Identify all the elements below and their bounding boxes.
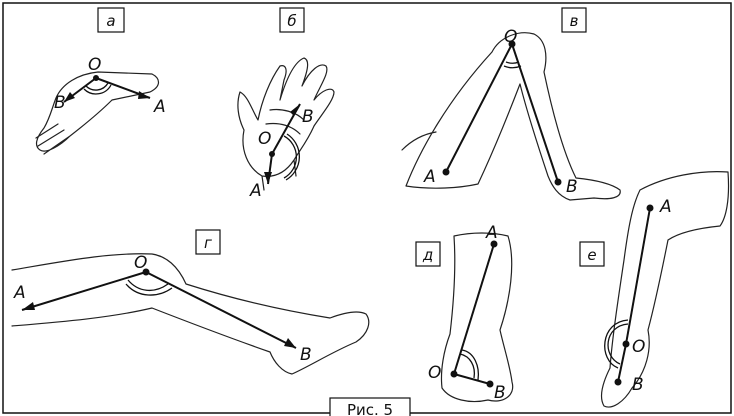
angle-arc-inner [504, 66, 521, 68]
point-b [487, 381, 494, 388]
label-a: A [659, 197, 672, 217]
panel-e-label: е [587, 246, 596, 264]
segment-oa [446, 44, 512, 172]
point-a [443, 169, 450, 176]
point-b [615, 379, 622, 386]
label-b: B [566, 177, 578, 197]
segment-oa [22, 272, 146, 310]
arrow-head-a [22, 302, 35, 310]
label-o: O [428, 363, 441, 383]
point-o [269, 151, 275, 157]
segment-ob [512, 44, 558, 182]
angle-arc [506, 62, 519, 63]
panel-v-label: в [570, 12, 579, 30]
label-a: A [249, 181, 262, 201]
label-a: A [153, 97, 166, 117]
figure-frame [3, 3, 731, 413]
angle-arc [128, 280, 168, 290]
label-b: B [300, 345, 312, 365]
label-b: B [54, 93, 66, 113]
panel-b: б O B A [238, 8, 334, 201]
segment-oa [626, 208, 650, 344]
label-o: O [88, 55, 101, 75]
palm-illustration [238, 58, 334, 190]
arrow-head-a [264, 172, 272, 184]
hand-illustration [36, 72, 159, 154]
panel-d: д A O B [416, 223, 513, 403]
label-a: A [485, 223, 498, 243]
panel-v: в O A B [402, 8, 620, 200]
point-o [93, 75, 99, 81]
segment-ob [454, 374, 490, 384]
panel-a-label: а [106, 12, 115, 30]
point-b [555, 179, 562, 186]
label-o: O [504, 27, 517, 47]
angle-arc-inner [286, 134, 299, 180]
label-b: B [632, 375, 644, 395]
arrow-head-b [284, 338, 296, 348]
panel-b-label: б [287, 12, 296, 30]
label-o: O [258, 129, 271, 149]
panel-e: е A O B [580, 172, 729, 407]
panel-a: а O A B [36, 8, 166, 154]
label-o: O [632, 337, 645, 357]
figure-caption: Рис. 5 [347, 401, 393, 416]
label-a: A [13, 283, 26, 303]
panel-d-label: д [422, 246, 433, 264]
point-o [451, 371, 458, 378]
straight-leg-illustration [12, 254, 369, 374]
point-a [647, 205, 654, 212]
panel-g: г O A B [12, 230, 369, 374]
label-o: O [134, 253, 147, 273]
label-a: A [423, 167, 436, 187]
label-b: B [494, 383, 506, 403]
point-o [623, 341, 630, 348]
segment-ob [146, 272, 296, 348]
angle-arc [460, 354, 474, 378]
label-b: B [302, 107, 314, 127]
panel-g-label: г [204, 234, 212, 252]
angle-arc-inner [462, 350, 478, 380]
